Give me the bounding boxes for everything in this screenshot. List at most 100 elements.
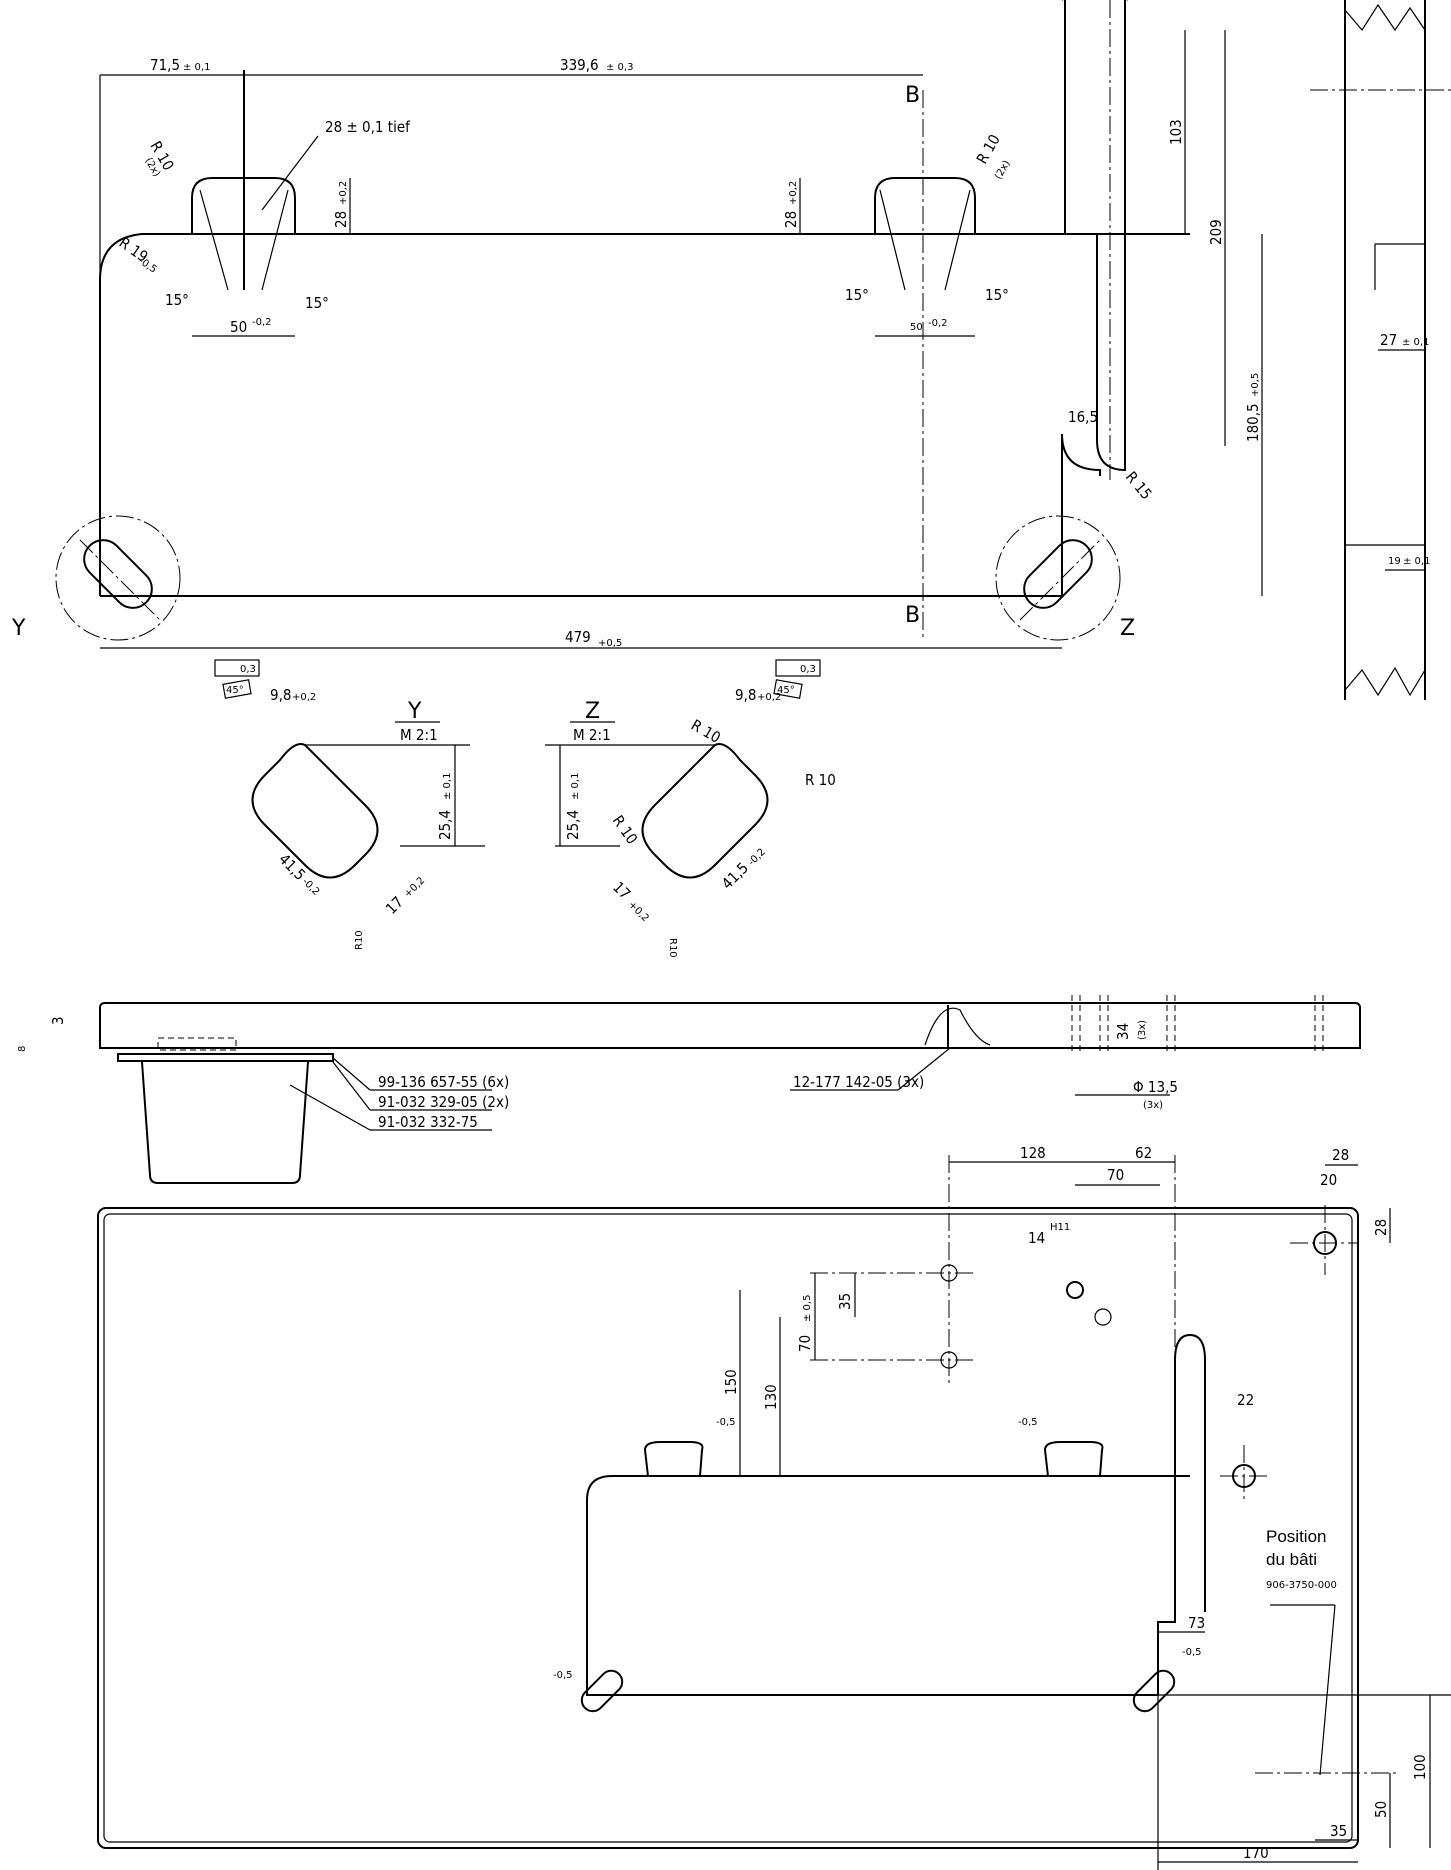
slot-y-axis [79,539,161,621]
detail-y-scale: M 2:1 [400,726,438,744]
dim-35: 35 [836,1293,854,1310]
r10-right: R 10 [973,131,1004,167]
dim-73: 73 [1188,1614,1205,1632]
section-screw-area [924,1007,991,1046]
detail-z-angle-frame [773,679,803,699]
detail-z-tol-frame [775,659,821,677]
top-plate-outline [99,233,1190,597]
strip-break-top [1344,3,1426,32]
dim-14: 14 [1028,1229,1045,1247]
bottom-view: 128 62 70 28 20 28 14 H11 35 70 ± 0,5 15… [97,1144,1451,1870]
dim-50: 50 [1372,1801,1390,1818]
detail-z-dim-254-tol: ± 0,1 [570,773,581,800]
detail-y-dim-254: 25,4 [436,810,454,840]
pocket-right-flank-a [879,189,906,291]
section-dim-8: 8 [17,1046,28,1052]
dim-128: 128 [1020,1144,1046,1162]
section-dim-hole: Φ 13,5 [1133,1078,1178,1096]
leader-4 [897,1047,951,1091]
dim-180-5-tol: +0,5 [1250,373,1261,397]
section-dim-3: 3 [49,1016,67,1025]
dim-180-5: 180,5 [1244,403,1262,442]
detail-z-scale: M 2:1 [573,726,611,744]
angle-15-a: 15° [165,291,189,309]
dim-20: 20 [1320,1171,1337,1189]
detail-z-dim-415-tol: -0,2 [746,847,768,869]
dim-27-tol: ± 0,1 [1402,337,1429,348]
detail-y-title: Y [407,699,422,724]
tol-05c: -0,5 [553,1670,573,1681]
slot-left [580,1669,624,1713]
tol-05b: -0,5 [1018,1417,1038,1428]
detail-y-dim-98-tol: +0,2 [292,692,316,703]
side-strip: 27 ± 0,1 19 ± 0,1 [1310,0,1451,700]
detail-y-tol: 0,3 [240,664,256,675]
depth-note: 28 ± 0,1 tief [325,118,411,136]
part-4: 12-177 142-05 (3x) [793,1073,924,1091]
section-basin [141,1061,309,1184]
dim-70a: 70 [1107,1166,1124,1184]
dim-62: 62 [1135,1144,1152,1162]
dim-71-5-tol: ± 0,1 [183,62,210,73]
detail-y-view: Y M 2:1 0,3 45° 25,4 ± 0,1 9,8 +0,2 41,5… [214,659,485,950]
section-dim-34-count: (3x) [1137,1020,1148,1040]
dim-130: 130 [762,1384,780,1410]
dim-27: 27 [1380,331,1397,349]
dim-19: 19 [1388,556,1401,567]
slot-right [1132,1669,1176,1713]
part-1: 99-136 657-55 (6x) [378,1073,509,1091]
part-2: 91-032 329-05 (2x) [378,1093,509,1111]
section-dim-34: 34 [1114,1023,1132,1040]
detail-z-view: Z M 2:1 0,3 45° 25,4 ± 0,1 9,8 +0,2 R 10… [545,659,836,958]
leader-2 [332,1061,371,1111]
detail-y-dim-17: 17 [382,893,407,918]
depth-leader [261,135,319,211]
hole-d [1094,1308,1112,1326]
dim-28-left: 28 [332,211,350,228]
dim-22: 22 [1237,1391,1254,1409]
pocket-left-flank-a [199,189,229,291]
section-b-top: B [905,83,920,108]
bottom-outer [97,1207,1359,1849]
dim-479: 479 [565,628,591,646]
dim-50-right: 50 [910,322,923,333]
part-3: 91-032 332-75 [378,1113,478,1131]
detail-y-slot [251,743,379,879]
clip-left [643,1441,704,1477]
detail-z-r10-c: R 10 [609,812,641,848]
dim-150: 150 [722,1369,740,1395]
detail-z-title: Z [585,699,600,724]
detail-z-angle: 45° [777,685,795,696]
position-line1: Position [1266,1527,1326,1546]
r10-right-count: (2x) [993,159,1013,182]
dim-209: 209 [1207,219,1225,245]
detail-y-angle: 45° [226,685,244,696]
section-b-bottom: B [905,603,920,628]
angle-15-c: 15° [845,286,869,304]
angle-15-b: 15° [305,294,329,312]
dim-50-left-tol: -0,2 [252,317,272,328]
dim-28-right: 28 [782,211,800,228]
top-view: 71,5 ± 0,1 339,6 ± 0,3 28 ± 0,1 tief R 1… [11,0,1263,649]
dim-339-6: 339,6 [560,56,599,74]
leader-3 [289,1084,371,1131]
tol-05a: -0,5 [716,1417,736,1428]
section-flange [117,1053,334,1062]
detail-z-dim-98: 9,8 [735,686,756,704]
sink-cutout [586,1333,1206,1696]
slot-z [1023,539,1093,609]
dim-103: 103 [1167,119,1185,145]
clip-right [1043,1441,1104,1477]
section-view: 3 8 99-136 657-55 (6x) 91-032 329-05 (2x… [17,995,1361,1184]
pocket-right-flank-b [944,189,971,291]
dim-50-right-tol: -0,2 [928,318,948,329]
dim-28-right-tol: +0,2 [788,181,799,205]
detail-y-dim-254-tol: ± 0,1 [442,773,453,800]
dim-19-tol: ± 0,1 [1403,556,1430,567]
label-y: Y [11,616,26,641]
detail-y-dim-415-tol: -0,2 [300,876,322,898]
pocket-right [874,177,976,234]
detail-z-dim-98-tol: +0,2 [757,692,781,703]
pocket-left-flank-b [261,189,289,291]
